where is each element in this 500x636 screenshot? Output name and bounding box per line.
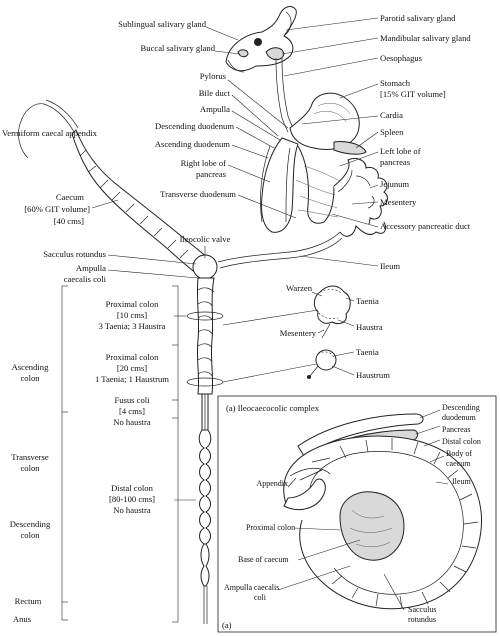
cross-section-three-taenia	[313, 285, 351, 339]
label-mesentery-top: Mesentery	[380, 197, 417, 207]
label-fusus-desc: No haustra	[113, 417, 151, 427]
oesophagus-tube	[275, 57, 289, 133]
inset-ileocaecocolic-drawing	[283, 413, 482, 610]
spleen-drawing	[333, 141, 367, 155]
label-fusus-coli: Fusus coli	[114, 395, 150, 405]
pancreas-shading	[295, 165, 345, 219]
inset-label-descending-duodenum: Descending	[442, 403, 480, 412]
label-descending-colon: Descending	[10, 519, 51, 529]
label-ileum: Ileum	[380, 261, 400, 271]
label-stomach: Stomach	[380, 78, 411, 88]
label-ampulla-caecalis-2: caecalis coli	[64, 274, 107, 284]
label-sacculus-rotundus: Sacculus rotundus	[43, 249, 106, 259]
label-ascending-colon: Ascending	[12, 362, 49, 372]
label-taenia-1: Taenia	[356, 296, 379, 306]
label-proximal-colon-1-desc: 3 Taenia; 3 Haustra	[99, 321, 166, 331]
inset-title: (a) Ileocaecocolic complex	[226, 403, 320, 413]
stomach-drawing	[289, 92, 360, 150]
label-proximal-colon-1-length: [10 cms]	[117, 310, 147, 320]
inset-label-appendix: Appendix	[256, 479, 288, 488]
label-taenia-2: Taenia	[356, 347, 379, 357]
inset-label-descending-duodenum-2: duodenum	[442, 413, 477, 422]
label-stomach-volume: [15% GIT volume]	[380, 89, 446, 99]
label-proximal-colon-1: Proximal colon	[106, 299, 159, 309]
label-ascending-colon-2: colon	[20, 373, 40, 383]
sacculus-rotundus-drawing	[192, 254, 218, 280]
inset-label-body-caecum-2: caecum	[446, 459, 471, 468]
label-oesophagus: Oesophagus	[380, 53, 423, 63]
label-bile-duct: Bile duct	[199, 88, 231, 98]
label-ileocolic-valve: Ileocolic valve	[180, 234, 231, 244]
inset-label-proximal-colon: Proximal colon	[246, 523, 295, 532]
label-parotid: Parotid salivary gland	[380, 13, 456, 23]
label-haustra: Haustra	[356, 322, 383, 332]
label-jejunum: Jejunum	[380, 179, 409, 189]
label-transverse-colon-2: colon	[20, 463, 40, 473]
label-left-lobe-pancreas-2: pancreas	[380, 157, 411, 167]
label-right-lobe-pancreas-2: pancreas	[196, 169, 227, 179]
label-transverse-duodenum: Transverse duodenum	[160, 189, 236, 199]
label-vermiform-appendix: Vermiform caecal appendix	[2, 128, 98, 138]
label-left-lobe-pancreas: Left lobe of	[380, 146, 421, 156]
label-proximal-colon-2-desc: 1 Taenia; 1 Haustrum	[95, 374, 169, 384]
label-distal-desc: No haustra	[113, 505, 151, 515]
label-buccal: Buccal salivary gland	[141, 43, 216, 53]
inset-label-base-caecum: Base of caecum	[238, 555, 289, 564]
inset-label-distal-colon: Distal colon	[442, 437, 481, 446]
inset-label-ampulla-2: coli	[254, 593, 267, 602]
inset-frame	[217, 395, 497, 633]
ileum-tube	[217, 231, 341, 263]
label-ampulla-caecalis: Ampulla	[76, 263, 106, 273]
inset-label-ampulla: Ampulla caecalis	[224, 583, 279, 592]
section-brackets	[61, 285, 179, 623]
label-proximal-colon-2: Proximal colon	[106, 352, 159, 362]
inset-corner-tag: (a)	[222, 620, 232, 630]
label-right-lobe-pancreas: Right lobe of	[181, 158, 226, 168]
label-mandibular: Mandibular salivary gland	[380, 33, 471, 43]
label-sublingual: Sublingual salivary gland	[118, 19, 207, 29]
label-transverse-colon: Transverse	[11, 452, 49, 462]
label-haustrum: Haustrum	[356, 370, 390, 380]
label-descending-colon-2: colon	[20, 530, 40, 540]
label-spleen: Spleen	[380, 127, 404, 137]
label-ampulla: Ampulla	[200, 104, 230, 114]
cross-section-one-taenia	[307, 349, 337, 379]
label-cardia: Cardia	[380, 110, 403, 120]
jejunum-drawing	[333, 157, 388, 237]
labels: Sublingual salivary gland Buccal salivar…	[2, 13, 481, 630]
inset-label-body-caecum: Body of	[446, 449, 472, 458]
label-pylorus: Pylorus	[200, 71, 227, 81]
inset-label-sacculus-2: rotundus	[408, 615, 436, 624]
inset-label-sacculus: Sacculus	[408, 605, 436, 614]
rabbit-head-drawing	[225, 6, 297, 73]
label-warzen: Warzen	[286, 283, 313, 293]
leader-lines	[91, 17, 449, 611]
label-rectum: Rectum	[15, 596, 42, 606]
label-caecum: Caecum	[56, 192, 84, 202]
label-caecum-length: [40 cms]	[54, 216, 84, 226]
inset-label-ileum: Ileum	[452, 477, 471, 486]
colon-drawing	[186, 277, 224, 624]
label-descending-duodenum: Descending duodenum	[155, 121, 234, 131]
label-fusus-length: [4 cms]	[119, 406, 145, 416]
inset-label-pancreas: Pancreas	[442, 425, 470, 434]
label-accessory-duct: Accessory pancreatic duct	[380, 221, 471, 231]
label-distal-length: [80-100 cms]	[109, 494, 155, 504]
vermiform-appendix	[18, 103, 75, 159]
label-anus: Anus	[13, 614, 32, 624]
label-distal-colon: Distal colon	[111, 483, 153, 493]
label-caecum-volume: [60% GIT volume]	[24, 204, 90, 214]
label-mesentery-mid: Mesentery	[280, 328, 317, 338]
duodenum-drawing	[260, 137, 335, 233]
label-proximal-colon-2-length: [20 cms]	[117, 363, 147, 373]
label-ascending-duodenum: Ascending duodenum	[155, 139, 230, 149]
